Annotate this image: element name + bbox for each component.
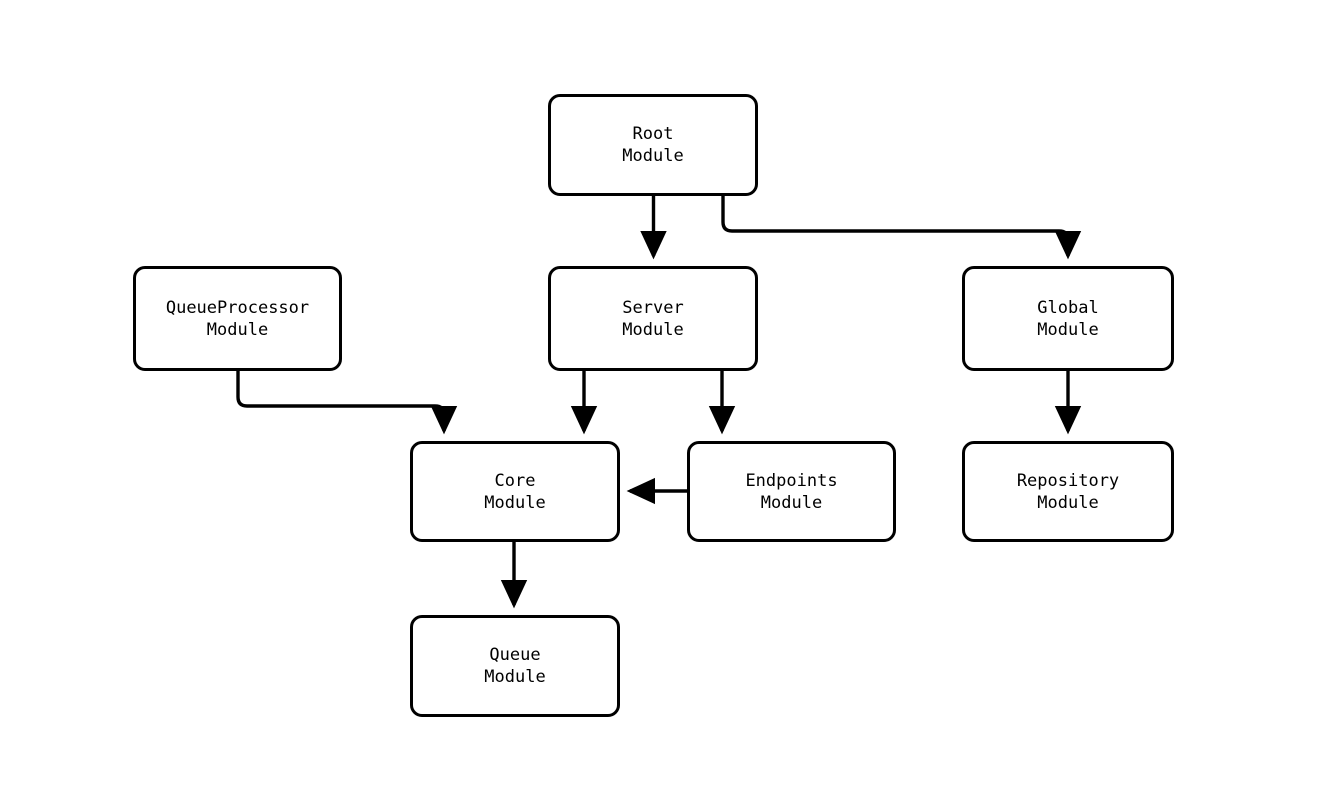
node-global-module-label-line2: Module <box>1037 319 1099 340</box>
node-queue-module-label-line2: Module <box>484 667 546 687</box>
node-queue-module[interactable]: Queue Module <box>410 615 620 717</box>
node-queue-module-label-line1: Queue <box>489 645 541 665</box>
node-repository-module[interactable]: Repository Module <box>962 441 1174 542</box>
node-endpoints-module[interactable]: Endpoints Module <box>687 441 896 542</box>
node-root-module-label-line2: Module <box>622 146 684 166</box>
node-queueprocessor-module-label-line1: QueueProcessor <box>165 297 310 318</box>
node-repository-module-label-line2: Module <box>1037 492 1099 513</box>
node-global-module[interactable]: Global Module <box>962 266 1174 371</box>
node-server-module[interactable]: Server Module <box>548 266 758 371</box>
edge-root-to-global <box>721 196 1082 260</box>
node-core-module-label-line2: Module <box>484 492 546 513</box>
node-root-module[interactable]: Root Module <box>548 94 758 196</box>
node-queueprocessor-module[interactable]: QueueProcessor Module <box>133 266 342 371</box>
node-server-module-label-line1: Server <box>622 297 684 318</box>
node-root-module-label-line1: Root <box>632 124 674 144</box>
node-endpoints-module-label-line1: Endpoints <box>745 470 838 491</box>
node-endpoints-module-label-line2: Module <box>760 492 823 513</box>
node-core-module[interactable]: Core Module <box>410 441 620 542</box>
node-repository-module-label-line1: Repository <box>1016 470 1120 491</box>
node-global-module-label-line1: Global <box>1037 297 1099 318</box>
node-queueprocessor-module-label-line2: Module <box>206 319 269 340</box>
node-server-module-label-line2: Module <box>622 319 684 340</box>
edge-queueprocessor-to-core <box>236 371 458 435</box>
node-core-module-label-line1: Core <box>494 470 536 491</box>
